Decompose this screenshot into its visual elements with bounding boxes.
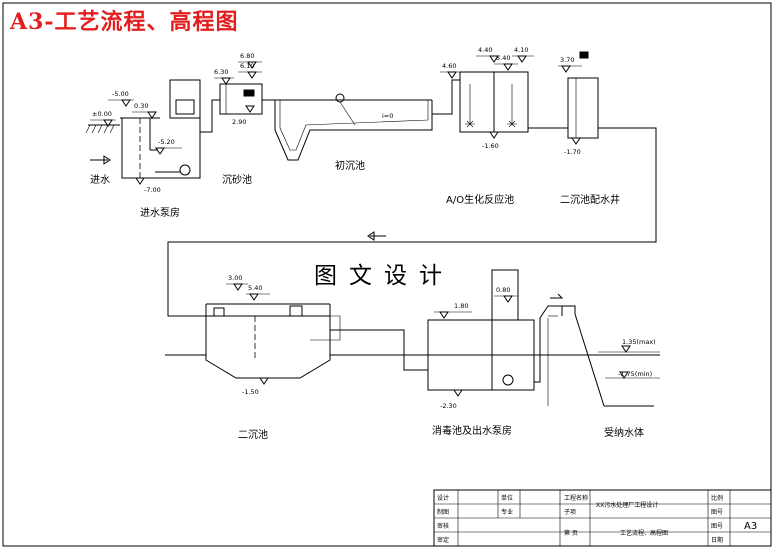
elev-mark-m230: -2.30 (440, 389, 463, 410)
drawing-title: A3-工艺流程、高程图 (10, 9, 239, 35)
elevation-markers: ±0.00 -5.00 0.30 -5.20 -7.00 6.30 6.80 6… (90, 46, 656, 410)
svg-text:-2.30: -2.30 (440, 402, 457, 410)
ao-tank-label: A/O生化反应池 (446, 193, 514, 206)
svg-text:-1.75(min): -1.75(min) (618, 370, 652, 378)
svg-text:设计: 设计 (437, 494, 449, 502)
svg-text:3.00: 3.00 (228, 274, 242, 282)
svg-text:5.40: 5.40 (248, 284, 262, 292)
elev-mark-m170: -1.70 (564, 137, 581, 156)
elev-mark-540a: 5.40 (494, 54, 518, 71)
disinfection-label: 消毒池及出水泵房 (432, 424, 512, 437)
pipe-outfall (534, 305, 576, 383)
elev-mark-m160: -1.60 (482, 131, 499, 150)
svg-text:日期: 日期 (711, 536, 723, 544)
svg-text:制图: 制图 (437, 508, 449, 516)
elev-mark-m150: -1.50 (242, 377, 269, 396)
elev-mark-540b: 5.40 (246, 284, 270, 301)
inlet-arrow-icon (90, 155, 111, 165)
distribution-well-label: 二沉池配水井 (560, 193, 620, 206)
elev-mark-m500: -5.00 (108, 90, 134, 107)
elev-mark-460: 4.60 (440, 62, 462, 79)
pipe-pump-to-grit (200, 99, 220, 133)
title-block: 设计 制图 审核 审定 单位 专业 工程名称 子项 XX污水处理厂工程设计 工艺… (433, 489, 772, 547)
svg-text:6.80: 6.80 (240, 52, 254, 60)
svg-text:-5.00: -5.00 (112, 90, 129, 98)
watermark-text: 图文设计 (314, 263, 454, 289)
pipe-clarifier-to-disinfection (330, 329, 428, 371)
ao-tank (459, 71, 529, 133)
receiving-water-label: 受纳水体 (604, 426, 644, 439)
svg-text:2.90: 2.90 (232, 118, 246, 126)
elev-mark-m520: -5.20 (155, 138, 182, 155)
elev-mark-300: 3.00 (226, 274, 248, 291)
svg-text:0.30: 0.30 (134, 102, 148, 110)
svg-text:5.40: 5.40 (496, 54, 510, 62)
svg-text:0.80: 0.80 (496, 286, 510, 294)
svg-text:单位: 单位 (501, 494, 513, 502)
grit-chamber (219, 83, 275, 115)
svg-text:3.70: 3.70 (560, 56, 574, 64)
svg-text:1.80: 1.80 (454, 302, 468, 310)
elev-mark-410: 4.10 (512, 46, 534, 63)
intake-pump-station (120, 79, 201, 179)
svg-text:图号: 图号 (711, 523, 723, 530)
flow-arrow-icon (367, 231, 386, 241)
svg-text:-1.70: -1.70 (564, 148, 581, 156)
elev-mark-440: 4.40 (476, 46, 500, 63)
disinfection-tank (427, 269, 535, 391)
svg-text:比例: 比例 (711, 494, 723, 502)
svg-text:工艺流程、高程图: 工艺流程、高程图 (620, 529, 668, 537)
secondary-clarifier (205, 303, 341, 379)
outfall-structure (547, 293, 654, 407)
svg-text:4.10: 4.10 (514, 46, 528, 54)
elev-mark-680: 6.80 (238, 52, 262, 69)
elev-mark-290: 2.90 (232, 105, 255, 126)
svg-text:第 页: 第 页 (564, 529, 578, 537)
elev-mark-030: 0.30 (132, 102, 157, 119)
svg-text:-5.20: -5.20 (158, 138, 175, 146)
svg-text:6.30: 6.30 (214, 68, 228, 76)
svg-text:4.60: 4.60 (442, 62, 456, 70)
slope-label: i=0 (382, 112, 393, 120)
ground-hatch (85, 124, 120, 134)
grit-chamber-label: 沉砂池 (222, 173, 252, 186)
elev-mark-370: 3.70 (558, 56, 582, 73)
svg-text:工程名称: 工程名称 (564, 494, 588, 502)
svg-text:1.35(max): 1.35(max) (622, 338, 656, 346)
svg-text:专业: 专业 (501, 508, 513, 516)
primary-settling-tank (274, 93, 433, 161)
svg-text:审核: 审核 (437, 522, 449, 530)
elev-mark-630: 6.30 (214, 68, 234, 85)
svg-text:子项: 子项 (564, 509, 576, 516)
elev-mark-m700: -7.00 (135, 177, 161, 194)
svg-text:审定: 审定 (437, 536, 449, 544)
svg-text:-1.60: -1.60 (482, 142, 499, 150)
pipe-return-loop (167, 127, 657, 317)
intake-pump-label: 进水泵房 (140, 206, 180, 219)
svg-text:A3: A3 (744, 521, 757, 532)
distribution-well (567, 51, 599, 139)
elev-mark-080: 0.80 (494, 286, 518, 303)
svg-text:-7.00: -7.00 (144, 186, 161, 194)
elev-mark-000: ±0.00 (90, 110, 116, 127)
elev-mark-m175min: -1.75(min) (618, 370, 652, 379)
svg-text:6.10: 6.10 (240, 62, 254, 70)
svg-text:XX污水处理厂工程设计: XX污水处理厂工程设计 (596, 501, 658, 509)
pipe-primary-to-ao (432, 79, 460, 115)
svg-text:±0.00: ±0.00 (92, 110, 112, 118)
elev-mark-610: 6.10 (238, 62, 262, 79)
svg-text:4.40: 4.40 (478, 46, 492, 54)
primary-tank-label: 初沉池 (335, 159, 365, 172)
elev-mark-180: 1.80 (434, 302, 472, 319)
svg-text:图号: 图号 (711, 509, 723, 516)
svg-text:-1.50: -1.50 (242, 388, 259, 396)
inlet-label: 进水 (90, 174, 110, 186)
secondary-clarifier-label: 二沉池 (238, 428, 268, 441)
elev-mark-135max: 1.35(max) (621, 338, 656, 353)
